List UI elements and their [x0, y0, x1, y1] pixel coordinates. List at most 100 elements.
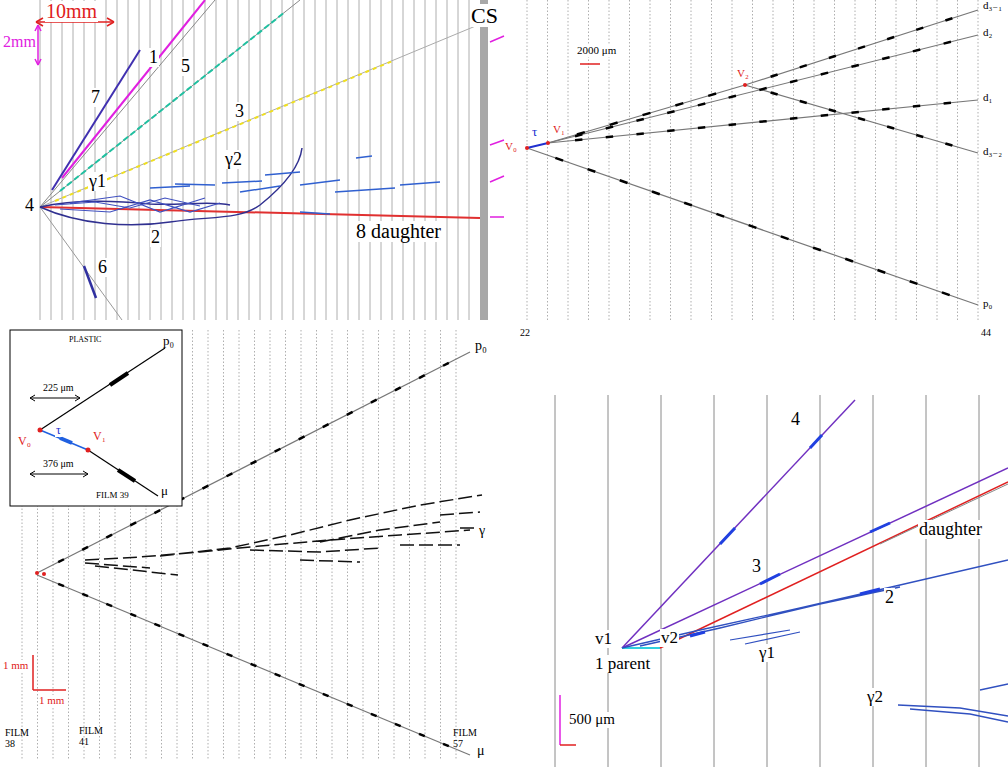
film-line — [926, 395, 927, 767]
film-line — [395, 387, 401, 390]
film-line — [363, 330, 364, 760]
film-line — [814, 0, 815, 320]
track-label: τ — [531, 125, 538, 139]
film-line — [667, 129, 674, 132]
film-line — [771, 92, 778, 94]
film-line — [942, 292, 950, 295]
film-line — [957, 0, 958, 320]
film-line — [216, 0, 217, 320]
panel-2-tracks — [525, 10, 978, 305]
film-line — [40, 0, 41, 320]
film-line — [913, 105, 920, 108]
track-label: FILM 39 — [95, 491, 130, 500]
film-line — [555, 395, 556, 767]
film-line — [130, 614, 136, 616]
film-line — [254, 330, 255, 760]
film-line — [698, 126, 705, 129]
track-label: 2 — [150, 228, 161, 247]
film-line — [910, 281, 918, 284]
track-label: γ1 — [88, 172, 107, 191]
track-label: d₁ — [982, 92, 993, 104]
film-line — [275, 674, 281, 676]
track-label: 376 μm — [42, 459, 75, 470]
track-label: γ2 — [866, 688, 884, 706]
film-line — [436, 0, 437, 320]
film-line — [729, 96, 736, 98]
film-line — [937, 0, 938, 320]
film-line — [323, 694, 329, 696]
film-line — [154, 510, 160, 513]
film-line — [95, 0, 96, 320]
film-line — [875, 0, 876, 320]
film-line — [714, 395, 715, 767]
track-label: CS — [470, 4, 499, 27]
track-label: γ2 — [224, 150, 243, 169]
film-line — [371, 400, 377, 403]
track-label: 3 — [751, 557, 762, 576]
film-line — [58, 559, 64, 562]
track-label: daughter — [918, 520, 983, 539]
film-line — [896, 0, 897, 320]
film-line — [347, 704, 353, 706]
track-label: 22 — [519, 328, 531, 339]
film-line — [203, 486, 209, 489]
track-label: d₃₋₂ — [982, 146, 1003, 158]
track-label: 2mm — [2, 34, 37, 51]
film-line — [447, 0, 448, 320]
film-line — [271, 0, 272, 320]
film-line — [249, 0, 250, 320]
film-line — [834, 0, 835, 320]
film-line — [636, 132, 643, 135]
track-label: 10mm — [45, 1, 98, 22]
film-line — [916, 135, 923, 137]
film-line — [729, 123, 736, 126]
film-line — [675, 103, 683, 105]
film-line — [800, 65, 807, 67]
film-line — [873, 395, 874, 767]
film-line — [403, 0, 404, 320]
track-label: 44 — [980, 328, 992, 339]
film-line — [51, 0, 52, 320]
film-line — [347, 412, 353, 415]
film-line — [575, 138, 582, 141]
track-label: V₂ — [736, 68, 750, 80]
film-line — [790, 117, 797, 120]
film-line — [978, 0, 979, 320]
track-label: FILM 41 — [78, 726, 110, 747]
film-line — [316, 330, 317, 760]
film-line — [887, 37, 894, 39]
track-label: 4 — [790, 410, 801, 429]
track-label: γ1 — [758, 644, 776, 662]
film-line — [106, 604, 112, 606]
film-line — [299, 436, 305, 439]
film-line — [652, 192, 660, 195]
film-line — [371, 714, 377, 716]
film-line — [84, 0, 85, 320]
track-label: 2 — [884, 588, 895, 607]
track-label: 2000 μm — [576, 45, 617, 57]
film-line — [293, 0, 294, 320]
film-line — [378, 330, 379, 760]
film-line — [469, 0, 470, 320]
track-label: p₀ — [474, 339, 488, 354]
film-line — [270, 330, 271, 760]
film-line — [301, 330, 302, 760]
film-line — [913, 50, 920, 52]
film-line — [106, 535, 112, 538]
film-line — [547, 0, 548, 320]
film-line — [829, 109, 836, 111]
track-label: 225 μm — [42, 383, 75, 394]
track-label: 1 mm — [38, 695, 65, 707]
film-line — [117, 0, 118, 320]
film-line — [610, 123, 618, 125]
track-label: V₀ — [17, 435, 32, 448]
film-line — [813, 248, 821, 251]
film-line — [139, 0, 140, 320]
track-label: 8 daughter — [355, 221, 442, 242]
film-line — [458, 0, 459, 320]
film-line — [790, 80, 797, 82]
film-line — [203, 644, 209, 646]
film-line — [227, 473, 233, 476]
film-line — [944, 42, 951, 44]
film-line — [711, 0, 712, 320]
